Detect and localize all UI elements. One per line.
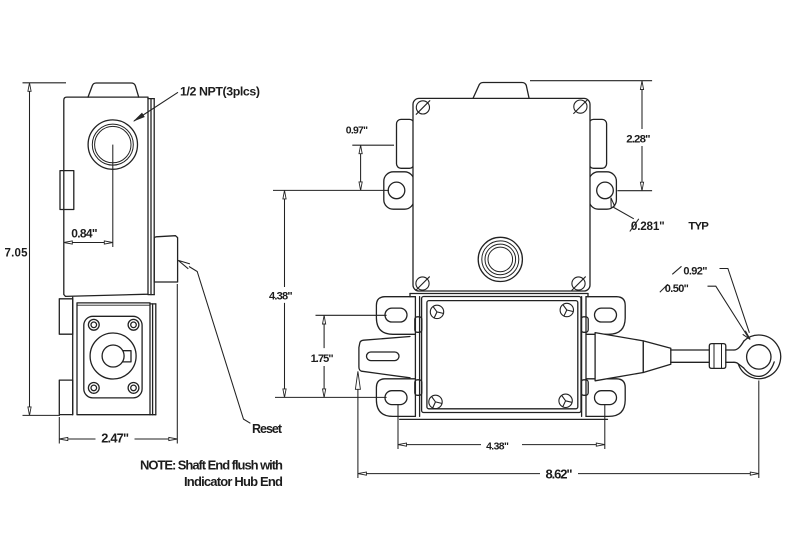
svg-text:Indicator Hub End: Indicator Hub End: [184, 474, 283, 489]
svg-text:0.97": 0.97": [346, 125, 368, 136]
svg-text:0.84": 0.84": [71, 227, 97, 241]
svg-text:4.38": 4.38": [269, 290, 293, 302]
svg-text:2.47": 2.47": [101, 431, 129, 446]
svg-text:0.92": 0.92": [683, 265, 707, 277]
svg-text:4.38": 4.38": [486, 442, 509, 453]
svg-text:Reset: Reset: [252, 422, 283, 436]
svg-text:7.05: 7.05: [5, 248, 29, 260]
svg-text:NOTE: Shaft End flush with: NOTE: Shaft End flush with: [140, 457, 283, 472]
svg-text:2.28": 2.28": [626, 133, 650, 145]
svg-text:8.62": 8.62": [546, 466, 573, 481]
svg-text:TYP: TYP: [688, 221, 709, 233]
svg-text:1/2 NPT(3plcs): 1/2 NPT(3plcs): [180, 85, 260, 99]
svg-text:0.50": 0.50": [665, 283, 689, 295]
svg-text:0.281": 0.281": [631, 220, 665, 233]
svg-text:1.75": 1.75": [311, 353, 334, 365]
